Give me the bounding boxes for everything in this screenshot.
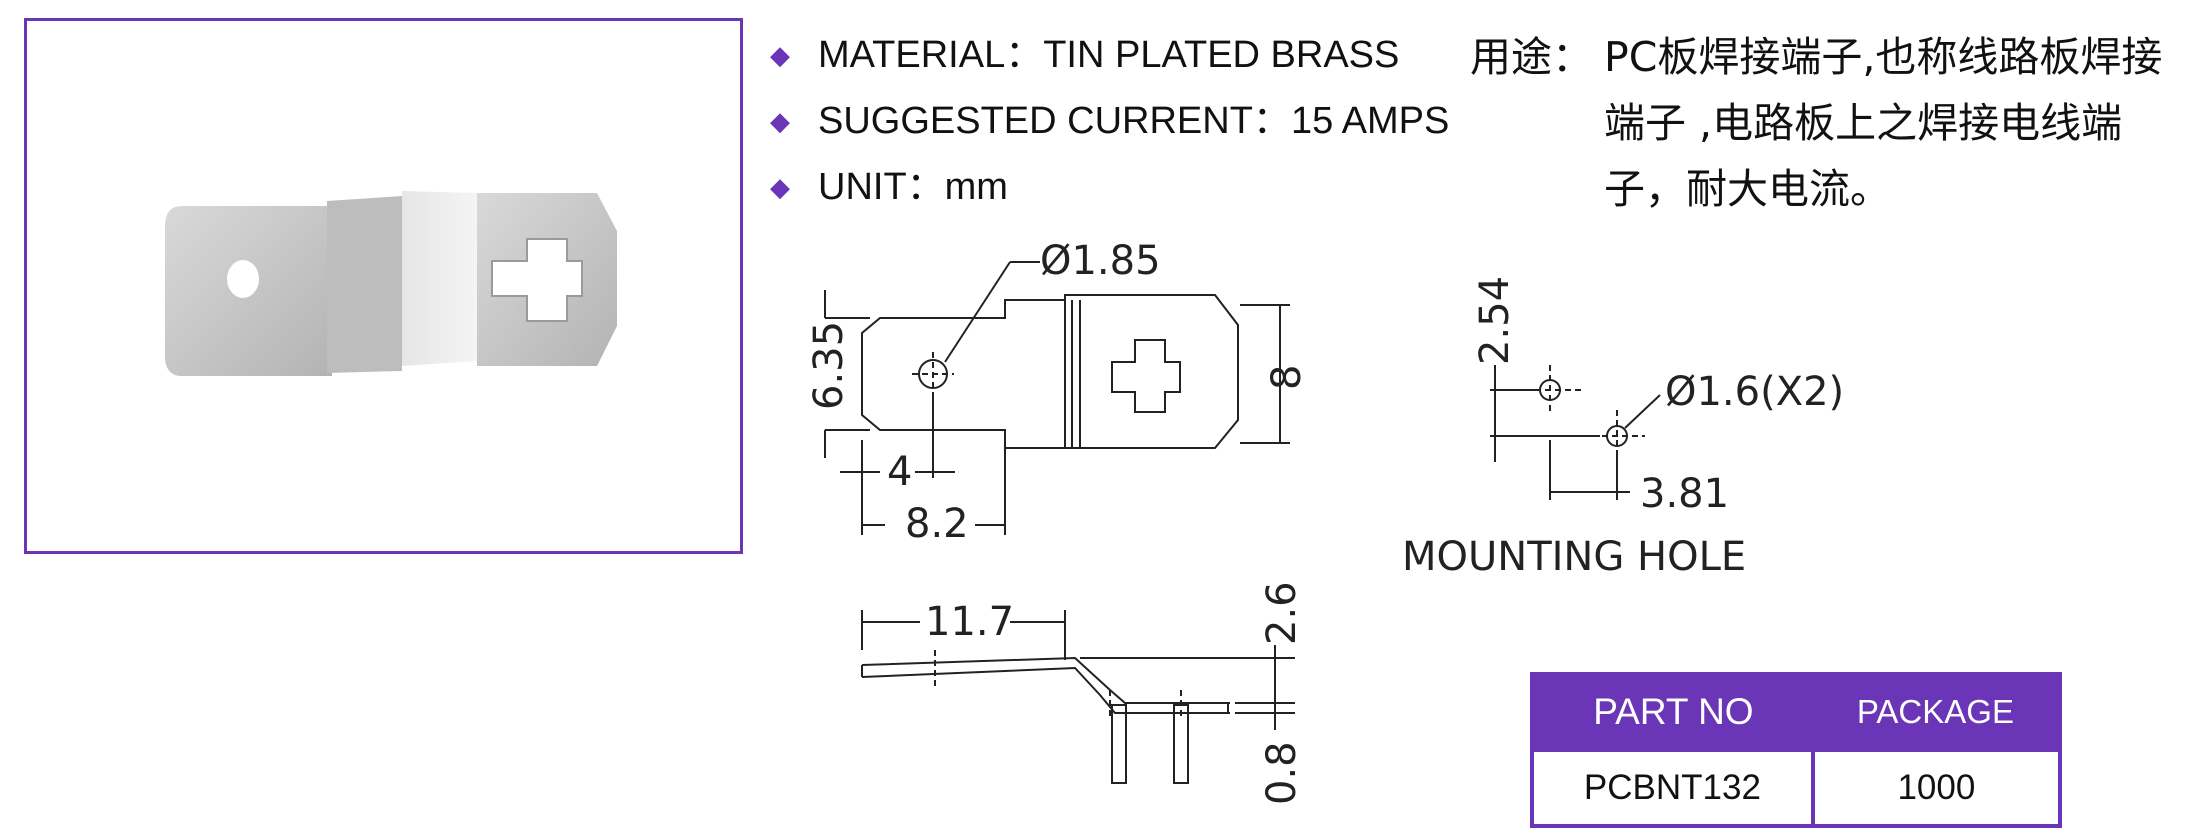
spec-value: mm — [944, 166, 1008, 208]
product-photo-frame — [24, 18, 743, 554]
dim-0-8: 0.8 — [1259, 741, 1305, 805]
dim-8-2: 8.2 — [905, 501, 969, 547]
dim-mount-hole: Ø1.6(X2) — [1665, 369, 1844, 415]
dim-11-7: 11.7 — [925, 599, 1014, 645]
terminal-top-view — [861, 294, 1239, 449]
spec-list: ◆ MATERIAL：TIN PLATED BRASS ◆ SUGGESTED … — [770, 22, 1449, 220]
diamond-bullet-icon: ◆ — [770, 40, 790, 70]
dim-3-81: 3.81 — [1640, 471, 1729, 517]
table-header-row: PART NO PACKAGE — [1532, 674, 2060, 750]
table-row: PCBNT132 1000 — [1530, 748, 2063, 828]
dim-2-6: 2.6 — [1259, 581, 1305, 645]
cell-package: 1000 — [1810, 748, 2063, 828]
header-package: PACKAGE — [1812, 674, 2060, 750]
diamond-bullet-icon: ◆ — [770, 106, 790, 136]
spec-label: MATERIAL： — [818, 34, 1044, 76]
spec-unit: ◆ UNIT：mm — [770, 154, 1449, 220]
usage-label: 用途： — [1470, 33, 1593, 81]
product-photo — [165, 191, 617, 376]
spec-label: SUGGESTED CURRENT： — [818, 100, 1291, 142]
dim-4: 4 — [887, 449, 912, 495]
spec-label: UNIT： — [818, 166, 945, 208]
dim-width-right: 8 — [1264, 365, 1310, 390]
mounting-hole-label: MOUNTING HOLE — [1402, 534, 1746, 580]
part-table: PART NO PACKAGE PCBNT132 1000 — [1530, 672, 2063, 828]
diamond-bullet-icon: ◆ — [770, 172, 790, 202]
spec-current: ◆ SUGGESTED CURRENT：15 AMPS — [770, 88, 1449, 154]
spec-material: ◆ MATERIAL：TIN PLATED BRASS — [770, 22, 1449, 88]
header-part-no: PART NO — [1532, 674, 1813, 750]
dim-hole-diameter: Ø1.85 — [1040, 238, 1161, 284]
dim-2-54: 2.54 — [1472, 276, 1518, 365]
cell-part-no: PCBNT132 — [1530, 748, 1815, 828]
spec-value: TIN PLATED BRASS — [1043, 34, 1400, 76]
spec-value: 15 AMPS — [1290, 100, 1450, 142]
dim-width-left: 6.35 — [806, 321, 852, 410]
cross-slot — [1111, 339, 1181, 413]
terminal-side-view — [861, 656, 1230, 704]
usage-text: PC板焊接端子,也称线路板焊接端子 ,电路板上之焊接电线端子，耐大电流。 — [1604, 33, 2163, 213]
